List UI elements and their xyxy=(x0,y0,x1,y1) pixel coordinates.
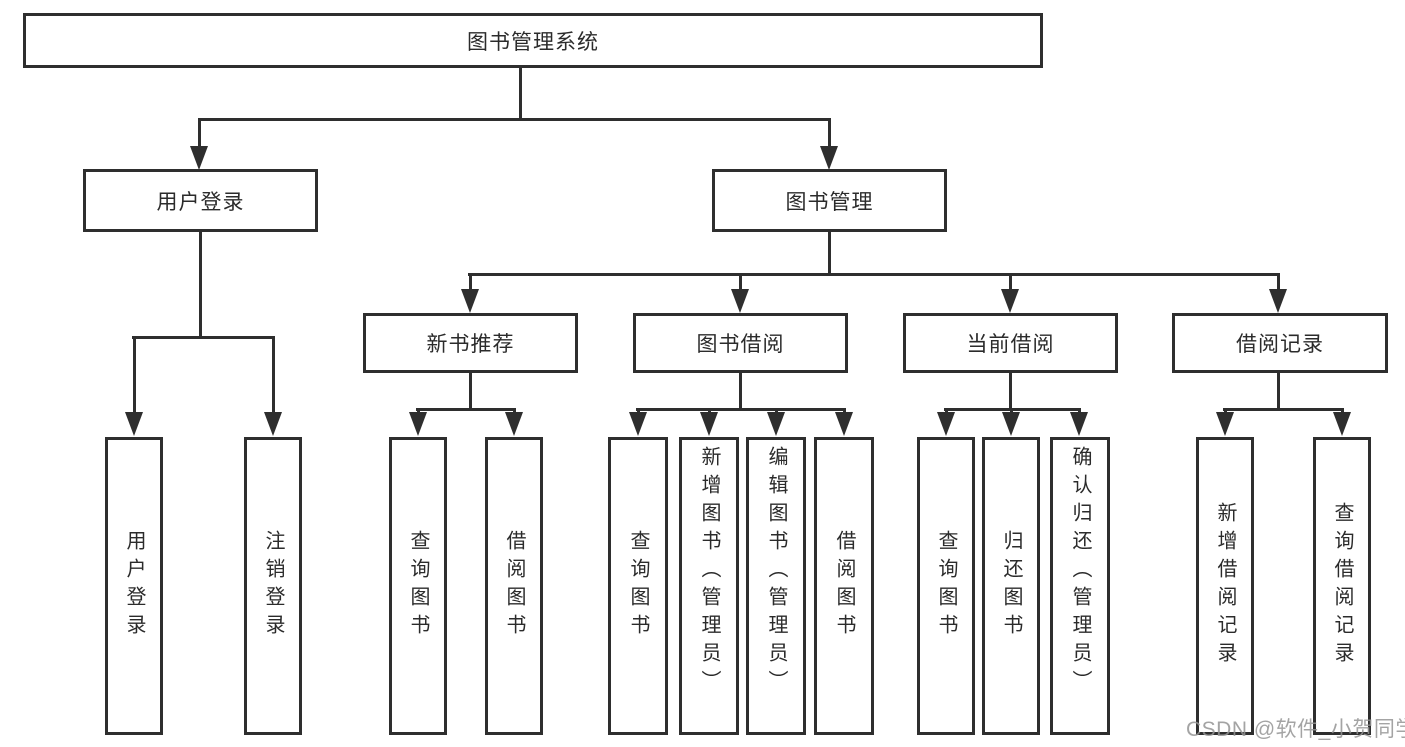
connector-user-login-shaft xyxy=(198,118,201,150)
connector-level3-shaft xyxy=(469,273,472,291)
leaf-return-books-label: 归还图书 xyxy=(1000,530,1022,642)
watermark: CSDN @软件_小贺同学 xyxy=(1186,718,1405,741)
connector-user-login-branch xyxy=(132,336,275,339)
leaf-confirm-return-admin: 确认归还（管理员） xyxy=(1050,437,1110,735)
node-library-system-label: 图书管理系统 xyxy=(467,30,599,54)
arrow-down-icon xyxy=(937,412,955,436)
arrow-down-icon xyxy=(505,412,523,436)
connector-borrowing-stub xyxy=(739,372,742,411)
connector-book-mgmt-branch xyxy=(468,273,1280,276)
arrow-down-icon xyxy=(409,412,427,436)
connector-recommend-branch xyxy=(416,408,516,411)
connector-user-login-stub xyxy=(199,232,202,339)
connector-level3-shaft xyxy=(1009,273,1012,291)
arrow-down-icon xyxy=(700,412,718,436)
node-library-system: 图书管理系统 xyxy=(23,13,1043,68)
connector-current-stub xyxy=(1009,372,1012,411)
node-current-borrowing-label: 当前借阅 xyxy=(966,333,1055,356)
connector-book-mgmt-shaft xyxy=(828,118,831,150)
leaf-add-borrow-record: 新增借阅记录 xyxy=(1196,437,1254,735)
connector-borrowing-branch xyxy=(636,408,846,411)
connector-level3-shaft xyxy=(739,273,742,291)
arrow-down-icon xyxy=(1333,412,1351,436)
arrow-down-icon xyxy=(461,289,479,313)
arrow-down-icon xyxy=(731,289,749,313)
node-new-book-recommendation: 新书推荐 xyxy=(363,313,578,373)
connector-root-branch xyxy=(198,118,831,121)
leaf-query-borrow-record: 查询借阅记录 xyxy=(1313,437,1371,735)
arrow-down-icon xyxy=(820,146,838,170)
arrow-down-icon xyxy=(835,412,853,436)
connector-records-branch xyxy=(1223,408,1344,411)
node-user-login: 用户登录 xyxy=(83,169,318,232)
leaf-edit-books-admin-label: 编辑图书（管理员） xyxy=(765,446,787,698)
node-book-management: 图书管理 xyxy=(712,169,947,232)
arrow-down-icon xyxy=(125,412,143,436)
node-user-login-label: 用户登录 xyxy=(156,190,245,214)
leaf-logout: 注销登录 xyxy=(244,437,302,735)
arrow-down-icon xyxy=(767,412,785,436)
leaf-add-books-admin: 新增图书（管理员） xyxy=(679,437,739,735)
leaf-user-login-label: 用户登录 xyxy=(123,530,145,642)
node-borrowing-records: 借阅记录 xyxy=(1172,313,1388,373)
leaf-borrow-books-label: 借阅图书 xyxy=(833,530,855,642)
connector-recommend-stub xyxy=(469,372,472,411)
arrow-down-icon xyxy=(264,412,282,436)
leaf-query-books-recommend: 查询图书 xyxy=(389,437,447,735)
leaf-borrow-books-borrowing: 借阅图书 xyxy=(814,437,874,735)
connector-records-stub xyxy=(1277,372,1280,411)
leaf-query-books-label: 查询图书 xyxy=(935,530,957,642)
leaf-borrow-books-recommend: 借阅图书 xyxy=(485,437,543,735)
arrow-down-icon xyxy=(1070,412,1088,436)
arrow-down-icon xyxy=(629,412,647,436)
leaf-add-books-admin-label: 新增图书（管理员） xyxy=(698,446,720,698)
arrow-down-icon xyxy=(1216,412,1234,436)
arrow-down-icon xyxy=(1002,412,1020,436)
leaf-add-borrow-record-label: 新增借阅记录 xyxy=(1214,502,1236,670)
leaf-query-borrow-record-label: 查询借阅记录 xyxy=(1331,502,1353,670)
leaf-edit-books-admin: 编辑图书（管理员） xyxy=(746,437,806,735)
leaf-confirm-return-admin-label: 确认归还（管理员） xyxy=(1069,446,1091,698)
node-new-book-recommendation-label: 新书推荐 xyxy=(426,333,515,356)
connector-leaf-shaft xyxy=(133,336,136,416)
node-borrowing-records-label: 借阅记录 xyxy=(1236,333,1324,356)
leaf-return-books: 归还图书 xyxy=(982,437,1040,735)
arrow-down-icon xyxy=(1001,289,1019,313)
connector-book-mgmt-stub xyxy=(828,232,831,276)
arrow-down-icon xyxy=(1269,289,1287,313)
connector-root-stub xyxy=(519,68,522,121)
node-book-borrowing-label: 图书借阅 xyxy=(696,333,785,356)
node-book-management-label: 图书管理 xyxy=(785,190,874,214)
node-current-borrowing: 当前借阅 xyxy=(903,313,1118,373)
connector-level3-shaft xyxy=(1277,273,1280,291)
leaf-query-books-label: 查询图书 xyxy=(407,530,429,642)
arrow-down-icon xyxy=(190,146,208,170)
leaf-logout-label: 注销登录 xyxy=(262,530,284,642)
connector-leaf-shaft xyxy=(272,336,275,416)
leaf-borrow-books-label: 借阅图书 xyxy=(503,530,525,642)
leaf-query-books-current: 查询图书 xyxy=(917,437,975,735)
node-book-borrowing: 图书借阅 xyxy=(633,313,848,373)
leaf-user-login: 用户登录 xyxy=(105,437,163,735)
leaf-query-books-borrowing: 查询图书 xyxy=(608,437,668,735)
leaf-query-books-label: 查询图书 xyxy=(627,530,649,642)
